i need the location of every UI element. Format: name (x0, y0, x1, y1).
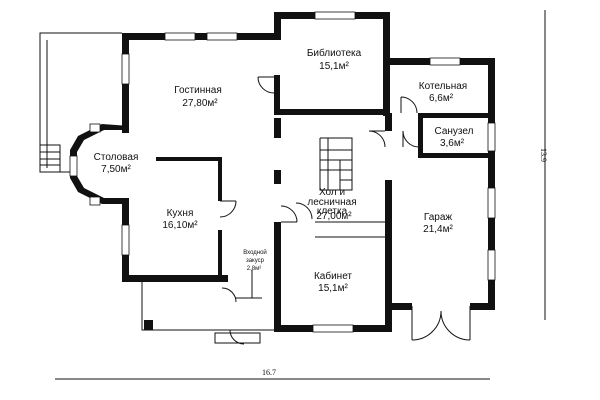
wall-right (488, 58, 495, 310)
window-boiler (429, 57, 461, 66)
room-living-area: 27,80м² (182, 98, 218, 109)
room-office-area: 15,1м² (318, 283, 348, 294)
room-kitchen-name: Кухня (167, 208, 194, 219)
terrace (39, 32, 274, 344)
room-hall-name-3: клетка (317, 206, 348, 217)
room-bathroom-area: 3,6м² (440, 138, 465, 149)
window-dining-2 (69, 155, 78, 177)
porch-post (144, 320, 153, 330)
door-library (257, 76, 275, 94)
room-pantry-name-2: закуср (246, 258, 265, 264)
room-office-name: Кабинет (314, 270, 352, 282)
dimensions: 16.7 13.9 (55, 10, 548, 380)
door-boiler (400, 96, 418, 114)
doors (219, 76, 471, 345)
porch-step (214, 332, 261, 344)
door-entrance (229, 329, 245, 345)
door-hall-garage (368, 130, 386, 148)
door-bath (402, 130, 420, 148)
wall-kitchen-bottom (122, 275, 228, 282)
wall-garage-bottom-right (470, 303, 495, 310)
wall-office-right (385, 180, 392, 332)
porch (141, 282, 274, 331)
wall-bath-left (418, 113, 423, 158)
room-library-area: 15,1м² (319, 61, 349, 72)
window-dining-3 (89, 196, 101, 206)
room-hall-area: 27,00м² (316, 211, 352, 222)
door-pantry (221, 287, 237, 303)
room-bathroom-name: Санузел (435, 126, 474, 137)
door-kitchen (219, 200, 237, 218)
room-dining-name: Столовая (94, 152, 139, 163)
staircase (315, 137, 385, 238)
column (274, 170, 281, 184)
room-garage-area: 21,4м² (423, 224, 453, 235)
room-library-name: Библиотека (307, 47, 362, 59)
wall-kitchen-right (218, 157, 222, 201)
wall-office-left (274, 222, 281, 332)
door-hall-right (295, 202, 313, 220)
wall-top-main (122, 33, 274, 40)
windows (69, 11, 496, 333)
wall-library-bottom (274, 109, 390, 115)
door-garage-gate-left (411, 306, 442, 341)
wall-hall-right (385, 113, 392, 131)
window-living-1 (164, 32, 196, 41)
wall-library-left-lower (274, 75, 280, 115)
room-hall-name-2: лесничная (307, 197, 356, 208)
room-living-name: Гостинная (174, 85, 222, 96)
window-living-2 (206, 32, 238, 41)
room-kitchen-area: 16,10м² (162, 220, 198, 231)
room-garage-name: Гараж (424, 212, 453, 223)
window-living-left (121, 53, 130, 85)
window-library (314, 11, 356, 20)
wall-kitchen-top (156, 157, 220, 161)
room-boiler-name: Котельная (419, 81, 467, 92)
width-dimension-label: 16.7 (262, 368, 276, 377)
window-garage-1 (487, 187, 496, 219)
wall-boiler-bottom (418, 113, 495, 118)
door-garage-gate-right (440, 306, 471, 341)
room-pantry-area: 2,8м² (247, 266, 261, 272)
window-dining-1 (89, 123, 101, 133)
window-bath (487, 122, 496, 152)
room-labels: Библиотека 15,1м² Гостинная 27,80м² Коте… (94, 47, 474, 294)
room-pantry-name-1: Входной (243, 249, 267, 256)
window-kitchen-left (121, 224, 130, 256)
window-office (312, 324, 354, 333)
room-boiler-area: 6,6м² (429, 93, 454, 104)
wall-hall-left-stub (274, 118, 281, 138)
wall-garage-bottom (392, 303, 412, 310)
wall-kitchen-right-lower (218, 230, 222, 275)
wall-bath-bottom (418, 153, 495, 158)
room-dining-area: 7,50м² (101, 164, 131, 175)
wall-top-library-left (274, 12, 281, 40)
height-dimension-label: 13.9 (539, 148, 548, 162)
door-office (280, 205, 298, 223)
window-garage-2 (487, 249, 496, 281)
room-hall-name-1: Хол и (319, 187, 345, 198)
